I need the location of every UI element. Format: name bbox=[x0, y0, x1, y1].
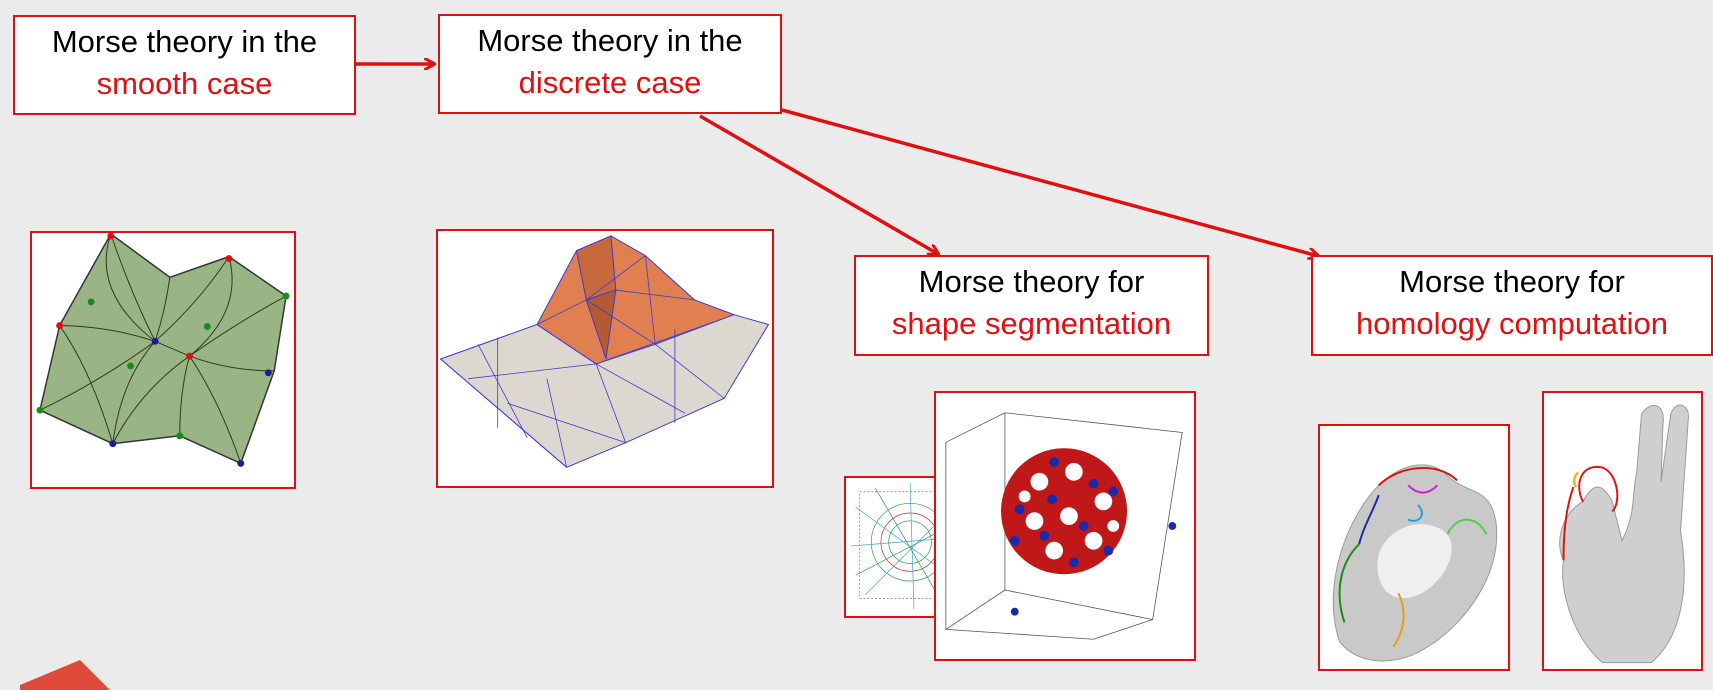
box-segmentation-line2: shape segmentation bbox=[891, 306, 1172, 341]
arrow-discrete-to-segmentation bbox=[699, 114, 938, 254]
box-discrete-case: Morse theory in the discrete case bbox=[438, 14, 782, 114]
image-discrete-mesh bbox=[436, 229, 774, 488]
image-fullerene bbox=[934, 391, 1196, 661]
image-homology-hand bbox=[1542, 391, 1703, 671]
box-discrete-line1: Morse theory in the bbox=[477, 23, 743, 58]
box-discrete-line2: discrete case bbox=[518, 65, 702, 100]
box-segmentation-line1: Morse theory for bbox=[918, 264, 1145, 299]
logo-icon bbox=[20, 660, 110, 690]
arrow-discrete-to-homology bbox=[781, 108, 1318, 256]
box-shape-segmentation: Morse theory for shape segmentation bbox=[854, 255, 1209, 356]
box-smooth-case: Morse theory in the smooth case bbox=[13, 15, 356, 115]
box-smooth-line1: Morse theory in the bbox=[51, 24, 318, 59]
box-homology-line1: Morse theory for bbox=[1399, 264, 1625, 299]
image-homology-shape bbox=[1318, 424, 1510, 671]
image-smooth-surface bbox=[30, 231, 296, 489]
box-homology-line2: homology computation bbox=[1356, 306, 1668, 341]
box-homology-computation: Morse theory for homology computation bbox=[1311, 255, 1713, 356]
box-smooth-line2: smooth case bbox=[96, 66, 273, 101]
